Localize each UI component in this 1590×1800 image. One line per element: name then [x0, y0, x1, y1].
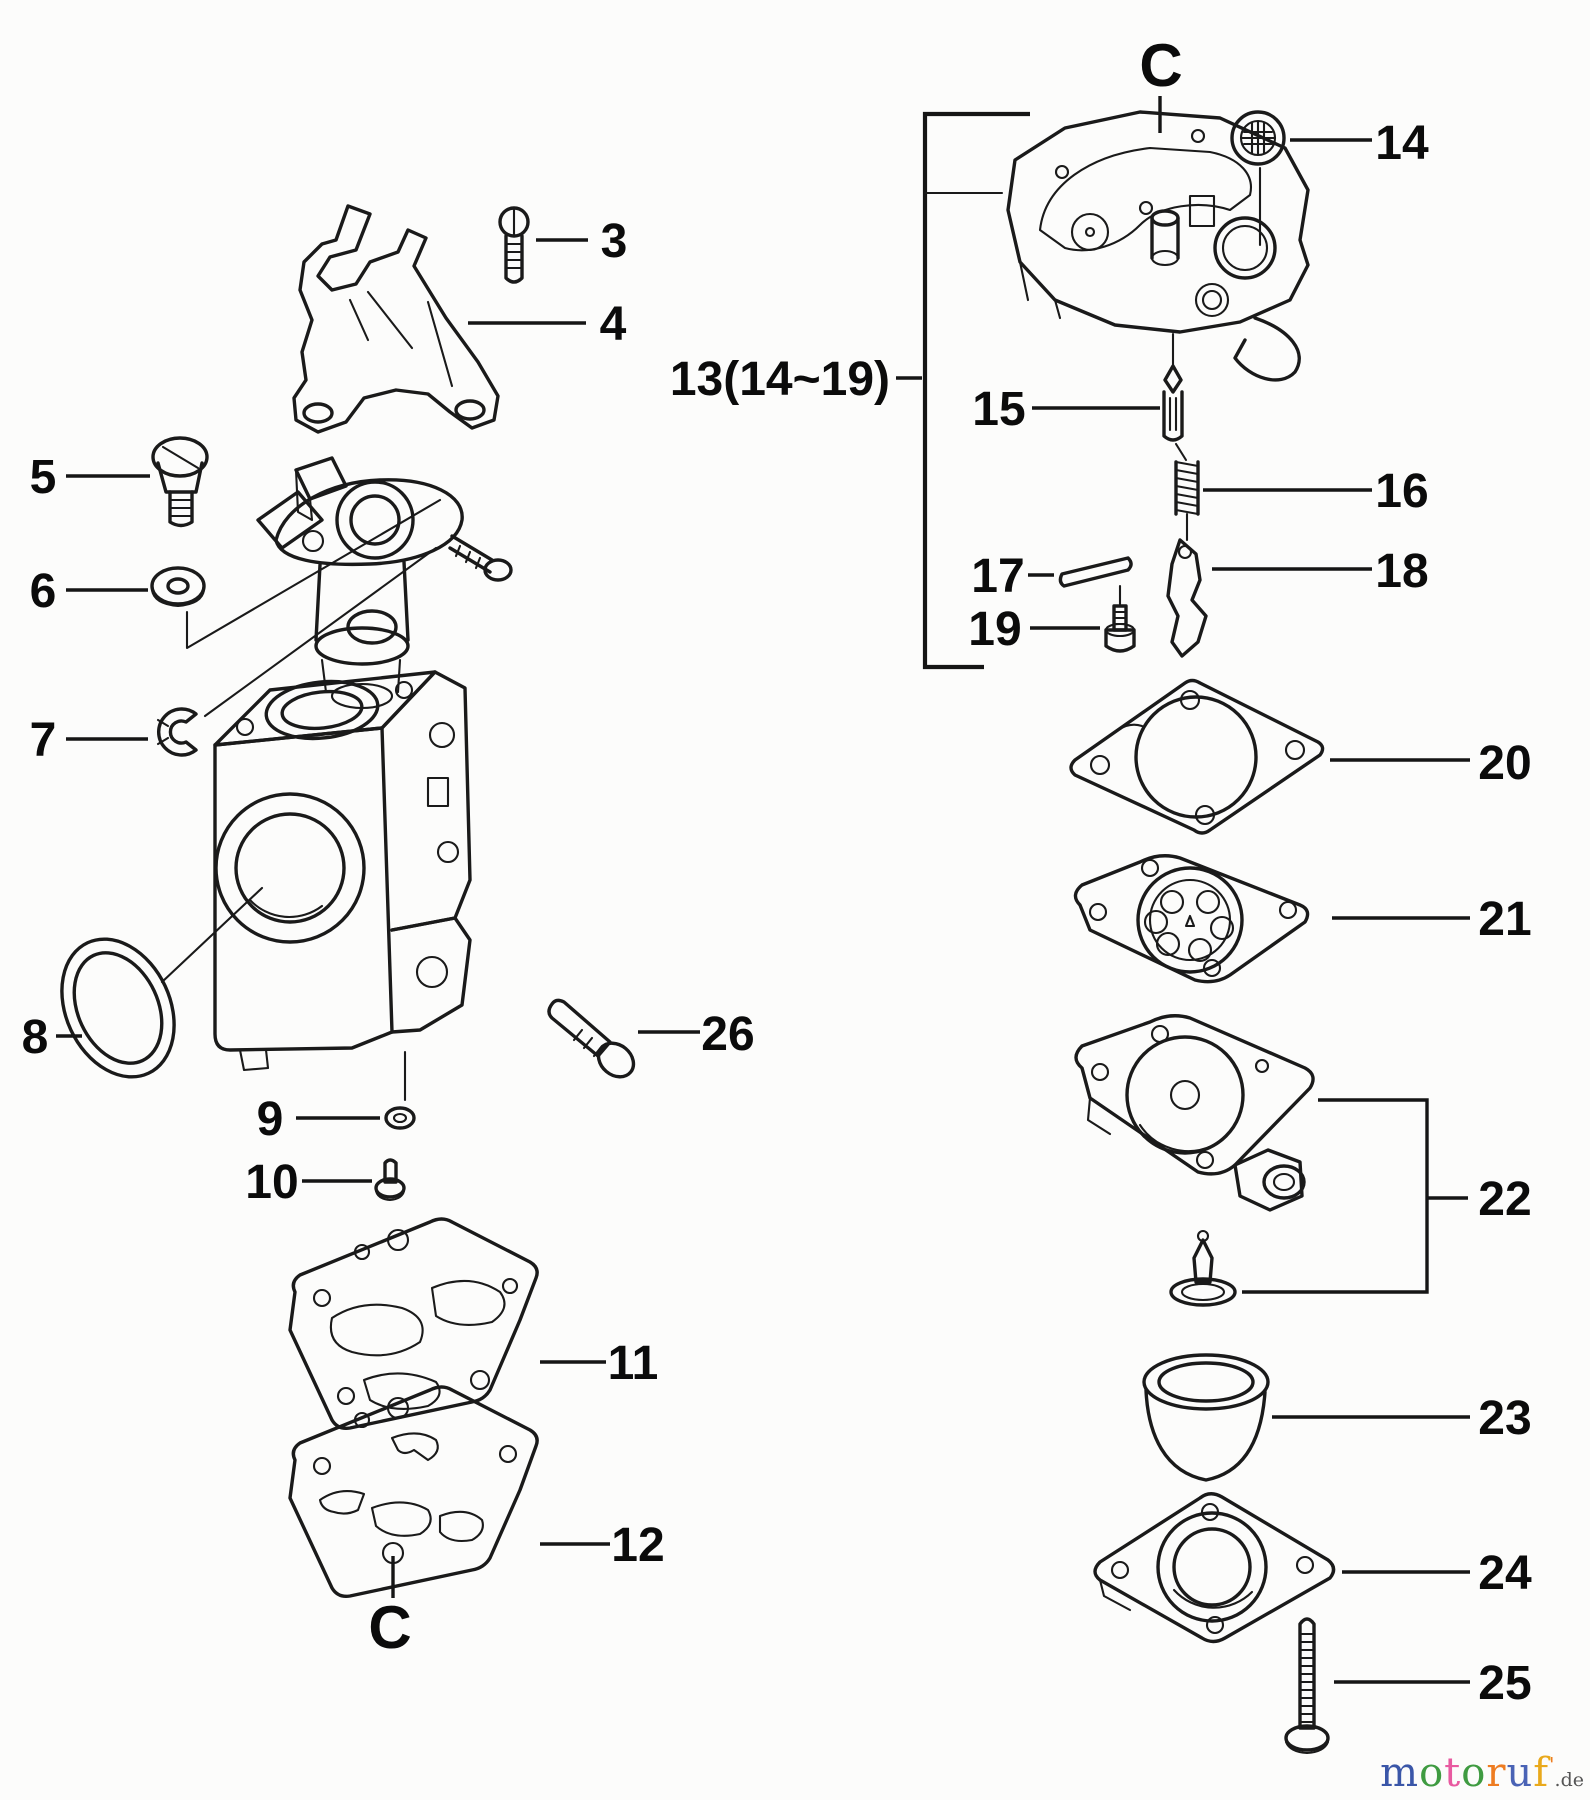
part-4-bracket-drawing [292, 204, 500, 434]
part-label-12: 12 [611, 1519, 664, 1572]
part-label-25: 25 [1478, 1657, 1531, 1710]
throttle-assembly-drawing [256, 456, 513, 710]
carburetor-body-drawing [213, 670, 472, 1072]
part-5-screw-drawing [151, 436, 209, 528]
section-marker-c-top: C [1139, 32, 1182, 99]
part-22-primer-valve-drawing [1169, 1229, 1237, 1307]
logo-letter: o [1461, 1750, 1487, 1796]
leader-8-to-body [160, 886, 264, 984]
part-label-20: 20 [1478, 737, 1531, 790]
logo-letter: u [1506, 1750, 1534, 1796]
part-label-16: 16 [1375, 465, 1428, 518]
part-23-cup-drawing [1142, 1353, 1270, 1482]
part-label-15: 15 [972, 383, 1025, 436]
logo-letter: r [1486, 1750, 1507, 1796]
logo-tick: ' [1549, 1752, 1555, 1777]
part-12-diaphragm-drawing [288, 1385, 539, 1599]
part-label-23: 23 [1478, 1392, 1531, 1445]
part-label-14: 14 [1375, 117, 1429, 170]
part-13-cover-drawing [1006, 110, 1310, 382]
part-16-spring-drawing [1174, 460, 1200, 542]
part-3-screw-drawing [498, 206, 530, 284]
part-label-19: 19 [968, 603, 1021, 656]
part-22-pump-body-drawing [1074, 1014, 1315, 1212]
part-6-washer-drawing [150, 566, 206, 608]
section-marker-c-bottom: C [368, 1594, 411, 1661]
part-label-22: 22 [1478, 1173, 1531, 1226]
part-9-oring-drawing [384, 1106, 416, 1130]
part-label-10: 10 [245, 1156, 298, 1209]
motoruf-watermark-logo: motoruf'.de [1380, 1750, 1584, 1796]
part-25-screw-drawing [1284, 1617, 1330, 1755]
group-label-13-text: 13(14~19) [670, 353, 890, 406]
logo-letter: m [1380, 1750, 1420, 1796]
logo-letter: t [1444, 1750, 1462, 1796]
part-label-24: 24 [1478, 1547, 1532, 1600]
part-14-screen-drawing [1230, 110, 1286, 166]
part-26-screw-drawing [547, 998, 636, 1079]
part-label-26: 26 [701, 1008, 754, 1061]
part-15-needle-drawing [1162, 364, 1188, 462]
part-label-7: 7 [30, 714, 57, 767]
part-21-diaphragm-drawing [1073, 854, 1310, 984]
part-18-lever-drawing [1166, 538, 1208, 658]
part-label-6: 6 [30, 565, 57, 618]
part-10-screw-drawing [374, 1158, 406, 1202]
part-20-gasket-drawing [1069, 678, 1325, 835]
part-24-flange-drawing [1093, 1492, 1336, 1644]
logo-suffix: .de [1554, 1769, 1584, 1791]
leader-7-to-shaft [203, 546, 438, 718]
bracket-22 [1242, 1098, 1429, 1294]
part-11-gasket-drawing [288, 1217, 539, 1431]
leader-6-to-shaft [185, 498, 442, 650]
part-17-pin-drawing [1058, 556, 1133, 588]
part-7-eclip-drawing [156, 707, 198, 757]
part-label-17: 17 [971, 550, 1024, 603]
part-label-21: 21 [1478, 893, 1531, 946]
part-label-4: 4 [600, 298, 627, 351]
logo-letter: o [1419, 1750, 1445, 1796]
logo-letter: f [1533, 1750, 1550, 1796]
part-label-9: 9 [257, 1093, 284, 1146]
part-label-5: 5 [30, 451, 57, 504]
part-label-18: 18 [1375, 545, 1428, 598]
part-label-8: 8 [22, 1011, 49, 1064]
part-label-3: 3 [601, 215, 628, 268]
part-label-11: 11 [608, 1337, 659, 1390]
part-8-ring-drawing [60, 937, 176, 1079]
part-19-screw-drawing [1104, 604, 1136, 653]
group-13-bracket [922, 111, 1030, 670]
